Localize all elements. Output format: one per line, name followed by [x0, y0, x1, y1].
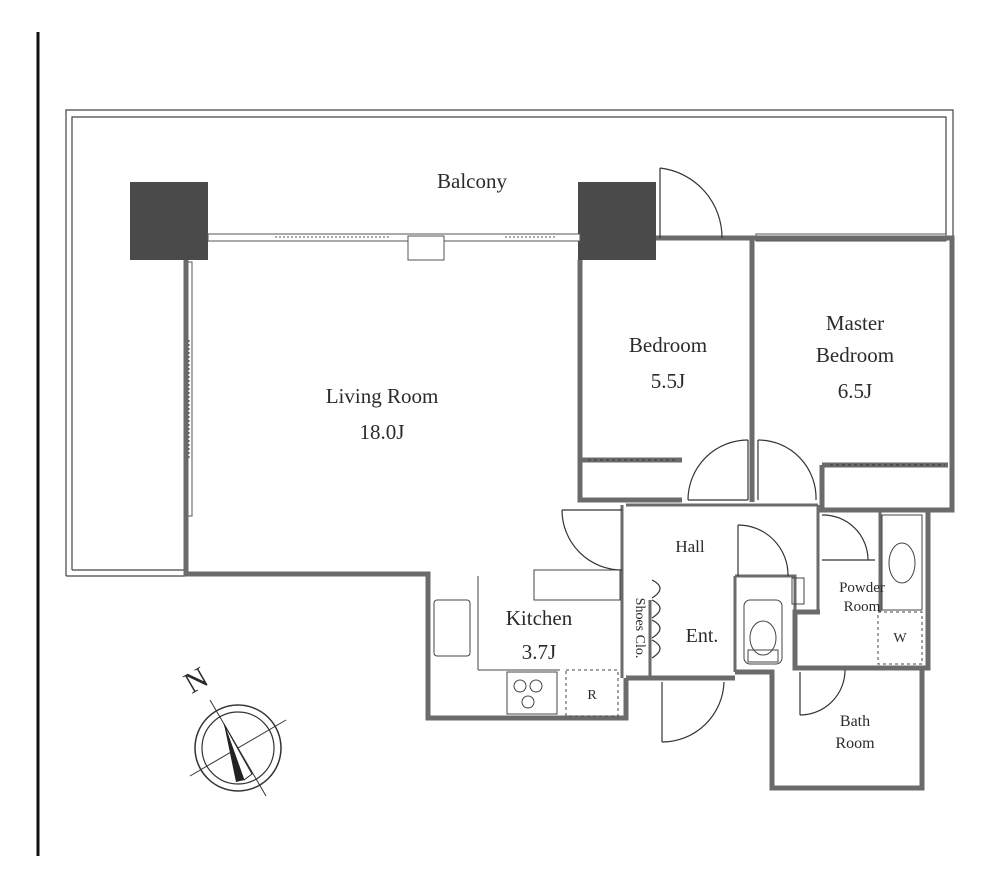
kitchen-fixtures — [433, 569, 621, 717]
balcony-label: Balcony — [437, 169, 507, 193]
compass-north-label: N — [179, 661, 214, 700]
bath-room-label-line2: Room — [835, 735, 875, 752]
compass-icon — [189, 699, 287, 797]
entrance-label: Ent. — [686, 625, 719, 647]
bedroom-label: Bedroom — [629, 333, 707, 357]
master-bedroom-label-line1: Master — [826, 311, 884, 335]
powder-room-label-line2: Room — [844, 599, 881, 615]
balcony — [65, 109, 954, 577]
fridge-label: R — [587, 688, 597, 703]
walls — [183, 235, 955, 791]
closet-doors — [588, 459, 945, 466]
master-bedroom-size: 6.5J — [838, 379, 872, 403]
hall-label: Hall — [675, 537, 705, 556]
bath-room-label-line1: Bath — [840, 713, 870, 730]
master-bedroom-label-line2: Bedroom — [816, 343, 894, 367]
bathroom-fixtures — [743, 514, 923, 665]
kitchen-label: Kitchen — [506, 606, 573, 630]
washer-label: W — [893, 631, 907, 646]
living-room-size: 18.0J — [360, 420, 405, 444]
structural-column — [130, 182, 208, 260]
balcony-windows — [185, 233, 947, 517]
powder-room-label-line1: Powder — [839, 580, 885, 596]
living-room-label: Living Room — [326, 384, 439, 408]
shoes-closet-label: Shoes Clo. — [632, 598, 647, 659]
door-swings — [561, 167, 875, 743]
structural-column — [578, 182, 656, 260]
kitchen-size: 3.7J — [522, 640, 556, 664]
bedroom-size: 5.5J — [651, 369, 685, 393]
interior-walls — [620, 503, 928, 678]
